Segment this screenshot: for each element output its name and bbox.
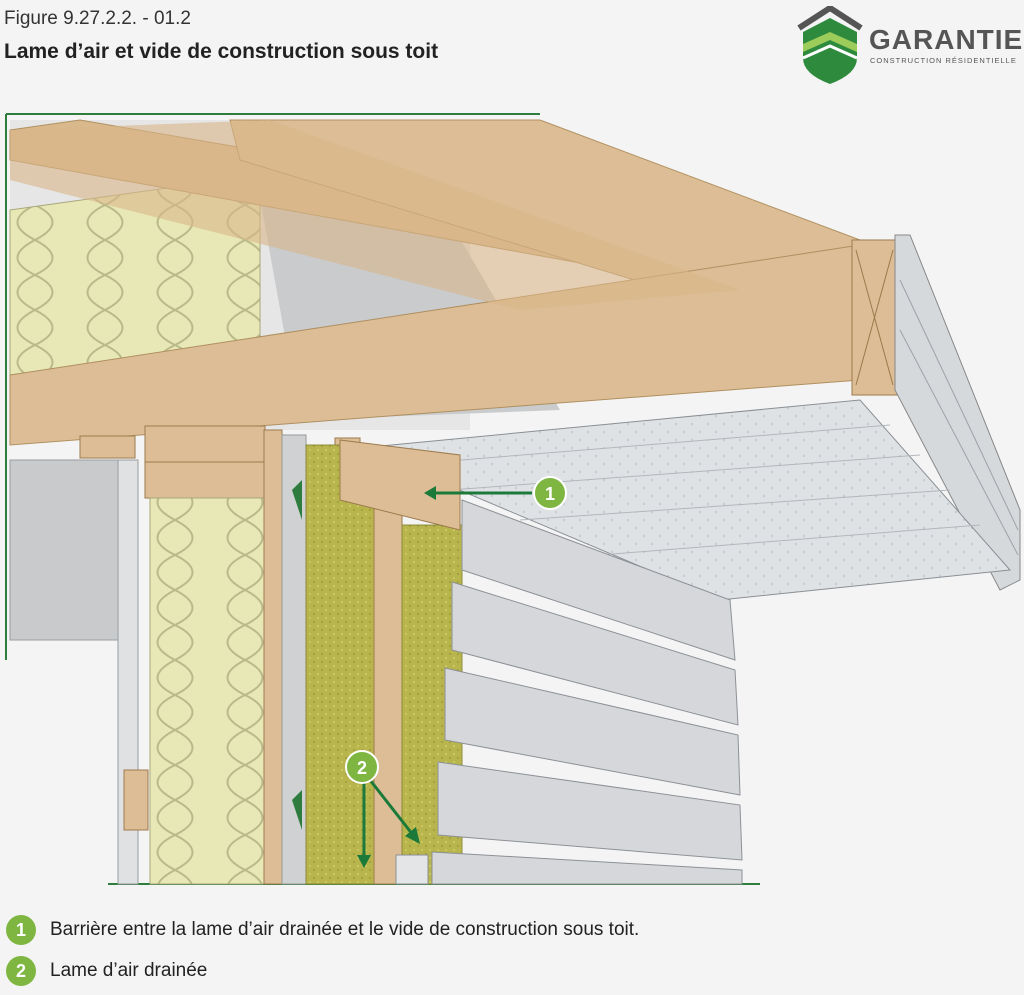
callout-2-arrowhead-b [405,827,420,844]
membrane-mark-2 [292,790,302,830]
siding-board-3 [444,667,741,796]
wall-stud [263,429,283,885]
wall-insulation [149,497,266,885]
callout-2-badge [345,750,379,784]
callout-2-arrow-line-b [368,779,415,836]
legend-text-1: Barrière entre la lame d’air drainée et … [50,919,640,940]
callout-2-arrowhead-a [357,855,371,868]
callout-1-number: 1 [545,484,555,504]
legend-badge-1: 1 [6,915,36,945]
garantie-logo: GARANTIE CONSTRUCTION RÉSIDENTIELLE [795,4,1024,86]
figure-title: Lame d’air et vide de construction sous … [4,40,439,63]
soffit-groove-3 [519,489,951,521]
starter-strip [395,854,429,885]
soffit-groove-2 [449,454,921,491]
fascia-line-1 [899,279,1019,531]
callout-1-arrowhead [424,486,436,500]
top-plate-2 [144,461,266,499]
roof-eave-section-diagram: 1 2 [5,113,1021,885]
truss-web [10,120,740,310]
legend-item-2: 2 Lame d’air drainée [6,956,207,986]
metal-fascia [894,234,1021,591]
soffit-groove-4 [599,524,981,556]
top-plate-left [79,435,136,459]
legend-item-1: 1 Barrière entre la lame d’air drainée e… [6,915,639,945]
vented-soffit [359,399,1012,601]
furring-strip [373,504,403,885]
siding-board-5 [431,851,743,885]
fascia-cross-2 [855,249,894,386]
membrane-mark-1 [292,480,302,520]
siding-board-4 [437,761,743,861]
callout-2-number: 2 [357,758,367,778]
air-space-barrier [339,439,461,531]
top-plate-1 [144,425,266,463]
soffit-groove-1 [399,424,891,466]
callout-1-badge [533,476,567,510]
house-shield-icon [797,4,863,84]
stud-block [123,769,149,831]
sheathing-membrane [281,434,307,885]
legend-text-2: Lame d’air drainée [50,960,208,981]
logo-word: GARANTIE [869,24,1024,55]
logo-subtitle: CONSTRUCTION RÉSIDENTIELLE [870,56,1017,65]
siding-board-1 [461,499,736,661]
interior-wall-board [9,459,119,641]
figure-number: Figure 9.27.2.2. - 01.2 [4,8,191,29]
legend-badge-2: 2 [6,956,36,986]
fascia-line-2 [899,329,1019,556]
siding-board-2 [451,581,739,726]
